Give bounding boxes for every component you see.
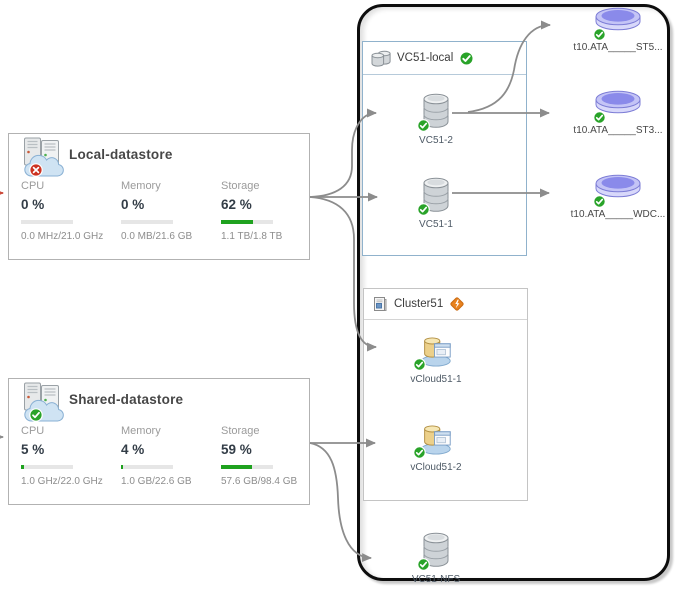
- metric-capacity: 0.0 MHz/21.0 GHz: [21, 231, 104, 242]
- database-icon: [423, 177, 449, 212]
- metric-memory: Memory 4 % 1.0 GB/22.6 GB: [121, 425, 217, 487]
- ok-badge-icon: [29, 408, 43, 422]
- group-cluster51-header[interactable]: Cluster51: [364, 289, 527, 320]
- node-label: VC51-2: [419, 135, 453, 146]
- disk-wdc[interactable]: t10.ATA_____WDC...: [568, 172, 668, 220]
- progress-bar: [221, 465, 273, 469]
- ok-badge-icon: [593, 28, 606, 41]
- disk-icon: [595, 7, 641, 31]
- metric-label: Memory: [121, 425, 161, 437]
- group-cluster51-name: Cluster51: [394, 298, 444, 310]
- warning-badge-icon: [450, 297, 464, 311]
- datastore-stack-icon: [371, 50, 391, 67]
- disk-label: t10.ATA_____ST3...: [573, 125, 663, 136]
- datastore-server-cloud-icon: [24, 137, 64, 177]
- disk-icon: [595, 90, 641, 114]
- metric-capacity: 0.0 MB/21.6 GB: [121, 231, 193, 242]
- datastore-server-cloud-icon: [24, 382, 64, 422]
- node-vc51-1[interactable]: VC51-1: [401, 176, 471, 230]
- cluster-icon: [374, 297, 387, 311]
- ok-badge-icon: [459, 50, 475, 66]
- database-icon: [423, 93, 449, 128]
- metric-cpu: CPU 0 % 0.0 MHz/21.0 GHz: [21, 180, 117, 242]
- card-title: Shared-datastore: [69, 392, 184, 407]
- node-label: VC51-NFS: [411, 574, 461, 585]
- node-vcloud51-1[interactable]: vCloud51-1: [401, 331, 471, 385]
- metric-label: Memory: [121, 180, 161, 192]
- metric-capacity: 1.0 GB/22.6 GB: [121, 476, 192, 487]
- error-badge-icon: [29, 163, 43, 177]
- metric-storage: Storage 59 % 57.6 GB/98.4 GB: [221, 425, 317, 487]
- group-cluster51: Cluster51: [363, 288, 528, 501]
- group-vc51-local-name: VC51-local: [397, 52, 454, 64]
- metric-value: 59 %: [221, 442, 252, 457]
- metric-value: 4 %: [121, 442, 145, 457]
- node-vc51-2[interactable]: VC51-2: [401, 92, 471, 146]
- node-label: vCloud51-1: [410, 374, 462, 385]
- disk-st5[interactable]: t10.ATA_____ST5...: [568, 5, 668, 53]
- metric-label: Storage: [221, 425, 260, 437]
- disk-label: t10.ATA_____ST5...: [573, 42, 663, 53]
- ok-badge-icon: [417, 558, 430, 571]
- metric-value: 5 %: [21, 442, 45, 457]
- metric-capacity: 1.1 TB/1.8 TB: [221, 231, 283, 242]
- metric-label: Storage: [221, 180, 260, 192]
- shared-datastore-card[interactable]: Shared-datastore CPU 5 % 1.0 GHz/22.0 GH…: [8, 378, 310, 505]
- disk-label: t10.ATA_____WDC...: [570, 209, 666, 220]
- ok-badge-icon: [413, 446, 426, 459]
- progress-bar: [121, 220, 173, 224]
- metric-value: 0 %: [121, 197, 145, 212]
- progress-bar: [221, 220, 273, 224]
- progress-bar: [21, 220, 73, 224]
- disk-icon: [595, 174, 641, 198]
- metric-value: 0 %: [21, 197, 45, 212]
- metric-memory: Memory 0 % 0.0 MB/21.6 GB: [121, 180, 217, 242]
- ok-badge-icon: [593, 195, 606, 208]
- progress-bar: [21, 465, 73, 469]
- node-label: VC51-1: [419, 219, 453, 230]
- ok-badge-icon: [417, 203, 430, 216]
- node-vcloud51-2[interactable]: vCloud51-2: [401, 419, 471, 473]
- metric-capacity: 57.6 GB/98.4 GB: [221, 476, 298, 487]
- ok-badge-icon: [593, 111, 606, 124]
- local-datastore-card[interactable]: Local-datastore CPU 0 % 0.0 MHz/21.0 GHz…: [8, 133, 310, 260]
- progress-bar: [121, 465, 173, 469]
- node-label: vCloud51-2: [410, 462, 462, 473]
- metric-storage: Storage 62 % 1.1 TB/1.8 TB: [221, 180, 317, 242]
- vm-host-icon: [421, 337, 451, 367]
- metric-capacity: 1.0 GHz/22.0 GHz: [21, 476, 103, 487]
- vm-host-icon: [421, 425, 451, 455]
- ok-badge-icon: [417, 119, 430, 132]
- database-icon: [423, 532, 449, 567]
- disk-st3[interactable]: t10.ATA_____ST3...: [568, 88, 668, 136]
- metric-cpu: CPU 5 % 1.0 GHz/22.0 GHz: [21, 425, 117, 487]
- ok-badge-icon: [413, 358, 426, 371]
- metric-value: 62 %: [221, 197, 252, 212]
- metric-label: CPU: [21, 425, 45, 437]
- node-vc51-nfs[interactable]: VC51-NFS: [401, 531, 471, 585]
- metric-label: CPU: [21, 180, 45, 192]
- group-vc51-local-header[interactable]: VC51-local: [363, 42, 526, 75]
- card-title: Local-datastore: [69, 147, 173, 162]
